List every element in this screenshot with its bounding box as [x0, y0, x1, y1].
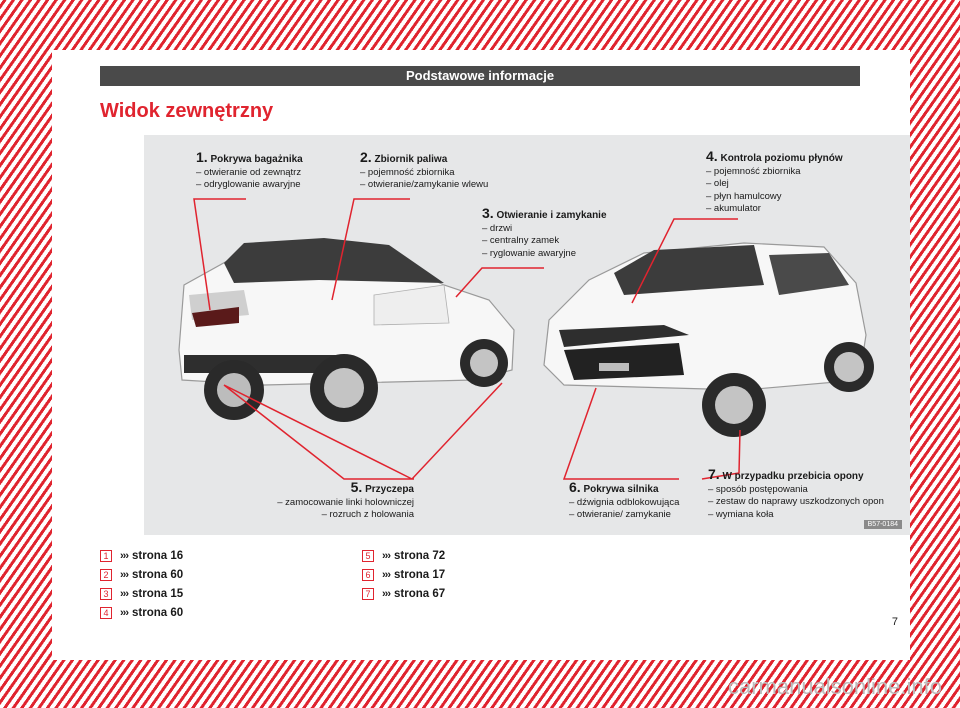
front-car-drawing	[543, 242, 874, 437]
callout-3: 3. Otwieranie i zamykanie – drzwi – cent…	[482, 205, 607, 259]
reference-link[interactable]: strona 16	[132, 549, 184, 562]
arrow-icon: ›››	[120, 587, 129, 600]
reference-link[interactable]: strona 67	[394, 587, 446, 600]
figure-code: B57-0184	[863, 520, 902, 529]
reference-row: 5 ››› strona 72	[362, 546, 445, 565]
callout-2: 2. Zbiornik paliwa – pojemność zbiornika…	[360, 149, 489, 190]
arrow-icon: ›››	[382, 568, 391, 581]
manual-page: Podstawowe informacje Widok zewnętrzny	[52, 50, 910, 660]
reference-link[interactable]: strona 17	[394, 568, 446, 581]
reference-badge: 6	[362, 568, 374, 581]
callout-1: 1. Pokrywa bagażnika – otwieranie od zew…	[196, 149, 303, 190]
reference-row: 1 ››› strona 16	[100, 546, 183, 565]
reference-badge: 7	[362, 587, 374, 600]
section-title: Widok zewnętrzny	[100, 100, 274, 122]
reference-badge: 3	[100, 587, 112, 600]
reference-row: 4 ››› strona 60	[100, 603, 183, 622]
reference-link[interactable]: strona 60	[132, 568, 184, 581]
reference-link[interactable]: strona 15	[132, 587, 184, 600]
car-illustration	[178, 198, 874, 480]
page-number: 7	[891, 616, 898, 628]
reference-list-left: 1 ››› strona 16 2 ››› strona 60 3 ››› st…	[100, 546, 183, 622]
watermark: carmanualsonline.info	[727, 674, 942, 699]
reference-badge: 5	[362, 549, 374, 562]
reference-badge: 1	[100, 549, 112, 562]
callout-6: 6. Pokrywa silnika – dźwignia odblokowuj…	[569, 479, 680, 520]
reference-badge: 4	[100, 606, 112, 619]
exterior-view-figure: 1. Pokrywa bagażnika – otwieranie od zew…	[144, 135, 910, 535]
reference-link[interactable]: strona 72	[394, 549, 446, 562]
rear-car-drawing	[178, 238, 515, 422]
reference-link[interactable]: strona 60	[132, 606, 184, 619]
arrow-icon: ›››	[120, 606, 129, 619]
reference-row: 7 ››› strona 67	[362, 584, 445, 603]
callout-5: 5. Przyczepa – zamocowanie linki holowni…	[277, 479, 414, 520]
arrow-icon: ›››	[120, 549, 129, 562]
callout-leader-lines	[193, 198, 741, 480]
arrow-icon: ›››	[382, 587, 391, 600]
reference-row: 2 ››› strona 60	[100, 565, 183, 584]
callout-7: 7. W przypadku przebicia opony – sposób …	[708, 466, 884, 520]
arrow-icon: ›››	[382, 549, 391, 562]
arrow-icon: ›››	[120, 568, 129, 581]
reference-list-right: 5 ››› strona 72 6 ››› strona 17 7 ››› st…	[362, 546, 445, 603]
reference-row: 6 ››› strona 17	[362, 565, 445, 584]
reference-row: 3 ››› strona 15	[100, 584, 183, 603]
reference-badge: 2	[100, 568, 112, 581]
callout-4: 4. Kontrola poziomu płynów – pojemność z…	[706, 148, 843, 214]
page-header: Podstawowe informacje	[100, 66, 860, 86]
